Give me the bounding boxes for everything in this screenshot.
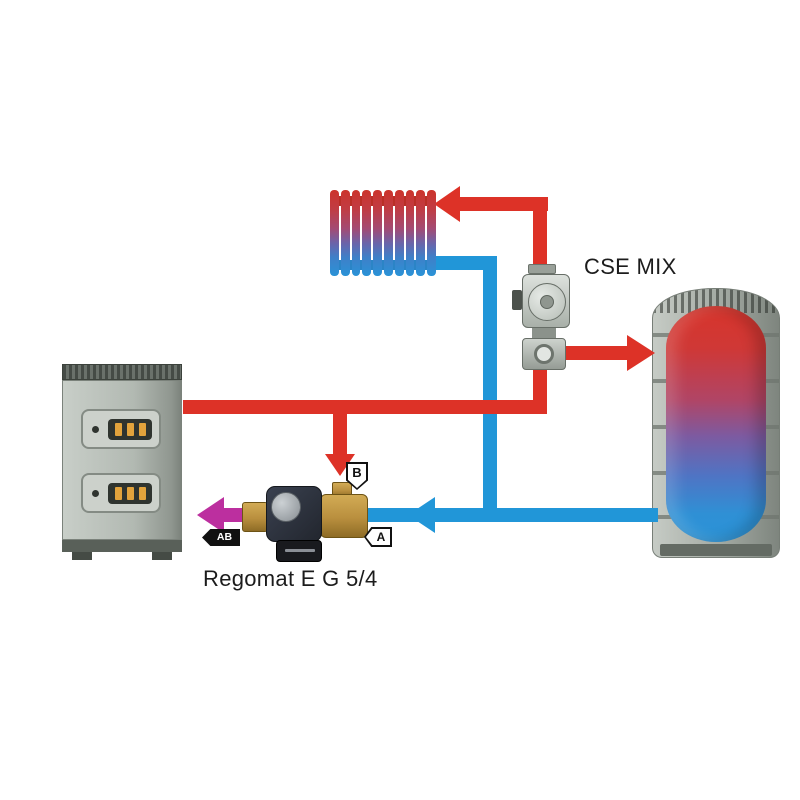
burner-slot: [108, 483, 152, 504]
radiator-fin: [330, 190, 339, 276]
radiator-fin: [394, 190, 404, 276]
hot-to-radiator-pipe: [458, 197, 548, 211]
radiator-fin: [427, 190, 436, 276]
boiler-burner-panel: [81, 409, 161, 449]
boiler-burner-panel: [81, 473, 161, 513]
tank-base: [660, 544, 772, 556]
radiator-fin: [340, 190, 350, 276]
boiler-hot-supply-pipe: [183, 400, 547, 414]
mixed-outlet-arrow: [197, 497, 224, 533]
boiler-base: [62, 540, 182, 552]
port-a-badge: A: [364, 527, 392, 547]
port-ab-badge: AB: [202, 529, 240, 546]
port-b-label: B: [352, 465, 362, 480]
cse-pump-body: [522, 274, 570, 328]
radiator-fins: [330, 190, 436, 276]
cse-pump-hub: [540, 295, 554, 309]
flame-bar: [126, 487, 134, 500]
hot-branch-down-pipe: [333, 414, 347, 456]
boiler-foot: [72, 552, 92, 560]
radiator-fin: [362, 190, 372, 276]
boiler-top-grille: [62, 364, 182, 380]
regomat-valve-body: [320, 494, 368, 538]
burner-slot: [108, 419, 152, 440]
flame-bar: [126, 423, 134, 436]
cse-pump-face: [528, 283, 566, 321]
radiator-bottom-manifold: [332, 260, 434, 270]
radiator-cold-drop-pipe: [483, 256, 497, 522]
panel-indicator-dot: [92, 426, 99, 433]
regomat-pump: [266, 486, 322, 542]
radiator-fin: [405, 190, 415, 276]
tank-thermal-gradient: [666, 306, 766, 542]
boiler-foot: [152, 552, 172, 560]
radiator: [330, 190, 436, 276]
port-b-badge-face: [348, 464, 366, 488]
cse-side-lever: [512, 290, 522, 310]
radiator-fin: [416, 190, 426, 276]
radiator-fin: [351, 190, 361, 276]
radiator-fin: [373, 190, 382, 276]
radiator-top-manifold: [332, 196, 434, 206]
buffer-tank: [652, 288, 780, 558]
regomat-control-label-line: [285, 549, 315, 552]
hot-to-tank-arrow: [627, 335, 655, 371]
cse-sight-glass: [534, 344, 554, 364]
cse-mix-unit: [512, 264, 576, 370]
cse-mix-label: CSE MIX: [584, 254, 677, 279]
flame-bar: [114, 423, 122, 436]
cse-top-fitting: [528, 264, 556, 274]
cold-return-pipe: [362, 508, 658, 522]
radiator-cold-outlet-pipe: [430, 256, 497, 270]
flame-bar: [138, 423, 146, 436]
hot-to-tank-pipe: [547, 346, 629, 360]
radiator-fin: [383, 190, 393, 276]
port-a-label: A: [376, 530, 386, 544]
boiler: [62, 364, 182, 560]
panel-indicator-dot: [92, 490, 99, 497]
hot-to-radiator-arrow: [434, 186, 460, 222]
regomat-pump-group: [240, 478, 370, 564]
cold-flow-arrow: [408, 497, 435, 533]
cse-valve-body: [522, 338, 566, 370]
regomat-label: Regomat E G 5/4: [203, 566, 378, 591]
regomat-pump-cap: [271, 492, 301, 522]
flame-bar: [138, 487, 146, 500]
port-b-badge: B: [346, 462, 368, 490]
regomat-left-union: [242, 502, 268, 532]
regomat-control-box: [276, 540, 322, 562]
port-a-badge-face: [366, 529, 390, 545]
cse-joint: [532, 328, 556, 338]
boiler-body: [62, 380, 182, 540]
flame-bar: [114, 487, 122, 500]
